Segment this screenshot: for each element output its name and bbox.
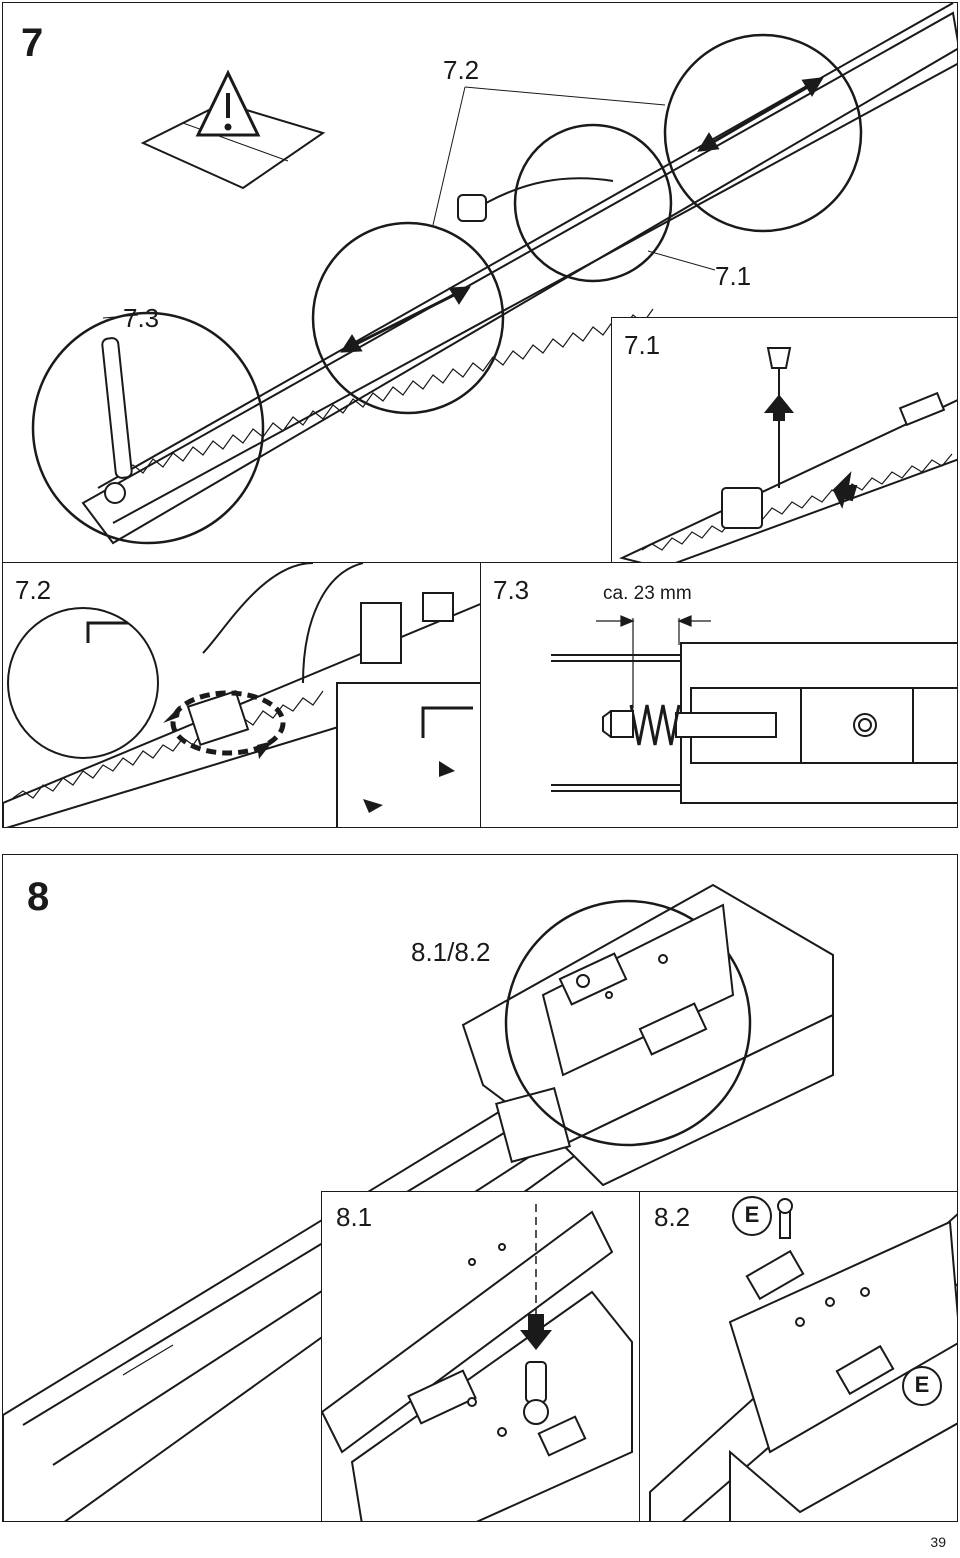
wrench-icon [101, 337, 133, 504]
inset-7-1-title: 7.1 [624, 330, 661, 360]
step7-number: 7 [21, 21, 44, 65]
detail-circle-right [663, 33, 863, 233]
callout-8-1-8-2: 8.1/8.2 [411, 937, 491, 967]
cap-icon [457, 177, 614, 222]
page-number: 39 [930, 1534, 946, 1550]
callout-7-1: 7.1 [715, 261, 752, 291]
detail-circle-release [513, 123, 673, 283]
panel-7-3-illustration [551, 615, 957, 804]
step8-number: 8 [27, 875, 50, 919]
dimension-label: ca. 23 mm [603, 583, 692, 604]
panel-8-1-title: 8.1 [336, 1202, 373, 1232]
step8-panel: 8 8.1/8.2 8.1 [2, 854, 958, 1522]
manual-warning-icon [140, 69, 326, 190]
panel-8-1-illustration [322, 1204, 633, 1521]
detail-circle-8 [504, 899, 752, 1147]
panel-7-2: 7.2 [2, 562, 482, 828]
callout-7-2: 7.2 [443, 55, 480, 85]
panel-8-2-illustration [649, 1198, 957, 1521]
panel-8-1: 8.1 [321, 1191, 641, 1521]
callout-7-3: 7.3 [123, 303, 160, 333]
inset-7-1-illustration [619, 347, 957, 563]
detail-circle-mid [311, 221, 505, 415]
part-label-e-top: E [732, 1196, 772, 1236]
part-label-e-bottom: E [902, 1366, 942, 1406]
panel-7-2-illustration [3, 563, 481, 827]
detail-circle-left [31, 311, 265, 545]
panel-7-3-title: 7.3 [493, 575, 530, 605]
step7-panel: 7 7.2 7.3 7.1 7.1 [2, 2, 958, 564]
step7-illustration [31, 3, 957, 545]
inset-7-1-panel: 7.1 [611, 317, 957, 563]
panel-8-2: 8.2 E E [639, 1191, 957, 1521]
panel-7-2-title: 7.2 [15, 575, 52, 605]
panel-8-2-title: 8.2 [654, 1202, 691, 1232]
panel-7-3: 7.3 ca. 23 mm [480, 562, 958, 828]
